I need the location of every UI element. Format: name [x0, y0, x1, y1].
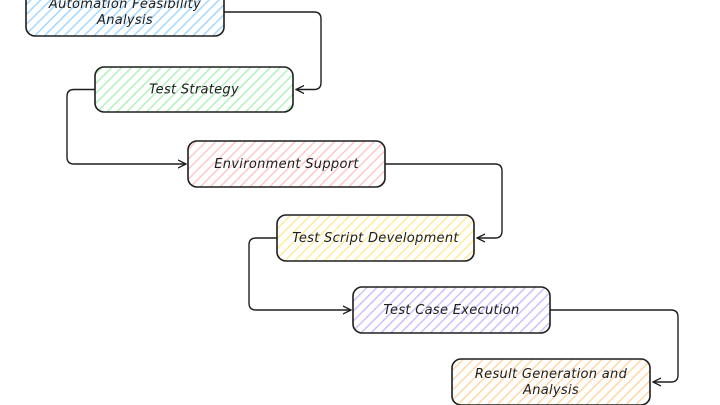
process-node-label: Analysis: [96, 13, 153, 28]
connector-n2-to-n3: [66, 88, 187, 165]
process-node-box: [276, 214, 475, 262]
connector-n5-to-n6: [549, 309, 679, 382]
process-node-label: Test Strategy: [149, 83, 239, 98]
process-node-2[interactable]: Test Strategy: [94, 66, 294, 113]
connector-n4-to-n5: [248, 237, 352, 310]
process-node-box: [451, 358, 651, 405]
process-node-box: [352, 286, 551, 334]
connector-n1-to-n2: [223, 11, 322, 90]
process-node-label: Test Script Development: [292, 231, 459, 246]
process-node-label: Result Generation and: [475, 367, 628, 382]
process-node-label: Environment Support: [214, 157, 359, 172]
process-node-label: Test Case Execution: [383, 303, 519, 318]
connectors-layer: [66, 11, 679, 382]
process-node-4[interactable]: Test Script Development: [276, 214, 475, 262]
process-node-label: Analysis: [522, 383, 579, 398]
process-node-5[interactable]: Test Case Execution: [352, 286, 551, 334]
connector-n3-to-n4: [384, 163, 503, 238]
process-node-3[interactable]: Environment Support: [187, 140, 386, 188]
process-node-label: Automation Feasibility: [48, 0, 201, 12]
process-node-box: [25, 0, 225, 37]
process-node-box: [187, 140, 386, 188]
process-node-box: [94, 66, 294, 113]
